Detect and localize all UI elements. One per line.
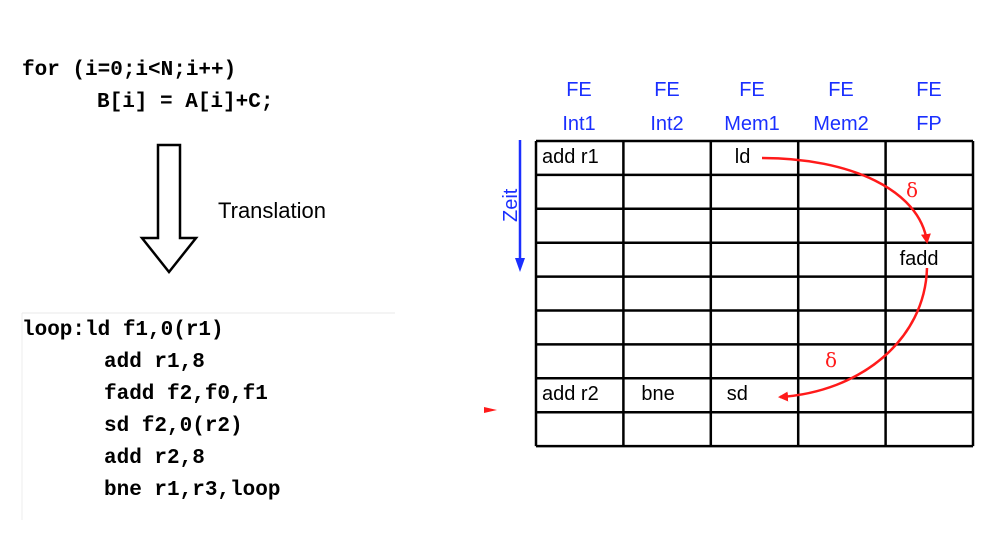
column-header-unit-name: Int2 — [650, 113, 684, 135]
schedule-cell-text: add r2 — [542, 383, 599, 406]
assembly-line: loop:ld f1,0(r1) — [22, 319, 224, 342]
column-header-unit-type: FE — [916, 79, 942, 101]
source-for-line: for (i=0;i<N;i++) — [22, 59, 237, 82]
translation-arrow-icon — [139, 143, 199, 275]
column-header-unit-type: FE — [566, 79, 592, 101]
schedule-cell-text: bne — [641, 383, 675, 406]
assembly-line: bne r1,r3,loop — [104, 479, 281, 502]
assembly-line: fadd f2,f0,f1 — [104, 383, 268, 406]
column-header-unit-name: FP — [916, 113, 942, 135]
column-header-unit-name: Mem1 — [724, 113, 780, 135]
column-header-unit-name: Mem2 — [813, 113, 869, 135]
translation-label: Translation — [218, 198, 327, 223]
schedule-cell-text: fadd — [899, 247, 939, 270]
assembly-line: add r2,8 — [104, 447, 205, 470]
column-header-unit-type: FE — [654, 79, 680, 101]
dependency-arrow-ld-to-fadd — [761, 156, 931, 244]
schedule-grid — [534, 139, 975, 448]
schedule-cell-text: sd — [726, 383, 748, 406]
source-body-line: B[i] = A[i]+C; — [97, 91, 274, 114]
time-axis-arrowhead-icon — [515, 258, 525, 272]
assembly-line: add r1,8 — [104, 351, 205, 374]
dependency-delta-lower: δ — [825, 348, 838, 372]
pointer-marker-icon — [484, 407, 497, 413]
dependency-delta-upper: δ — [906, 178, 919, 202]
dependency-arrow-fadd-to-sd — [778, 267, 929, 402]
schedule-cell-text: add r1 — [542, 146, 599, 168]
column-header-unit-name: Int1 — [562, 113, 596, 135]
assembly-line: sd f2,0(r2) — [104, 415, 243, 438]
column-header-unit-type: FE — [739, 79, 765, 101]
column-header-unit-type: FE — [828, 79, 854, 101]
schedule-cell-text: ld — [734, 146, 751, 168]
